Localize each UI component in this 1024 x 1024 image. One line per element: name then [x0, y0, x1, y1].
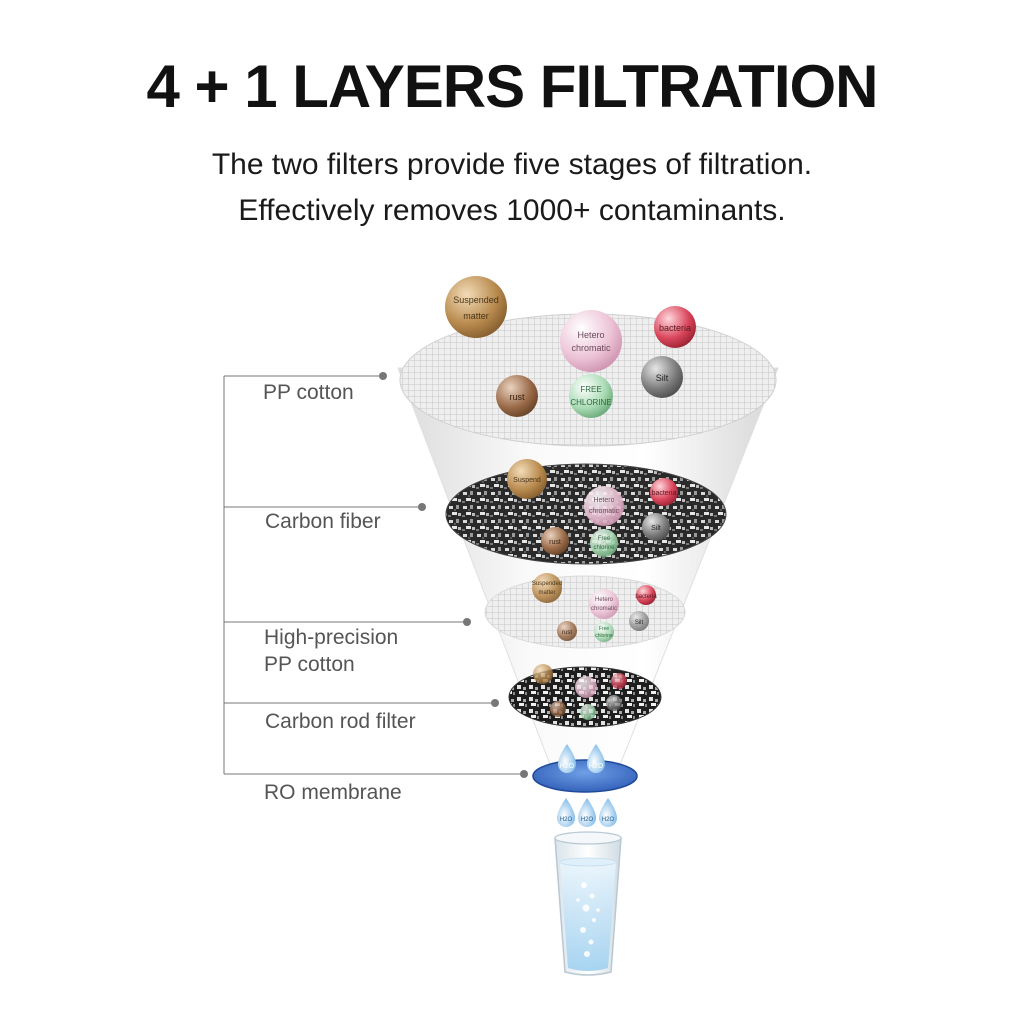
leader-dot [520, 770, 528, 778]
ball-label: CHLORINE [570, 398, 611, 407]
contaminant-free-chlorine: FREE CHLORINE [569, 374, 613, 418]
drop-label: H2O [560, 817, 573, 823]
contaminant-rust: rust [496, 375, 538, 417]
ball-label: chlorine [593, 545, 615, 551]
page-title: 4 + 1 LAYERS FILTRATION [146, 53, 878, 120]
subtitle-line-1: The two filters provide five stages of f… [211, 148, 813, 181]
drop-label: H2O [560, 763, 575, 770]
contaminant-bacteria: bacteria [650, 478, 678, 506]
contaminant-bacteria: bacteria [654, 306, 696, 348]
contaminant-free-chlorine [580, 704, 596, 720]
ball-label: Free [599, 626, 610, 632]
layer-labels: PP cotton Carbon fiber High-precision PP… [263, 381, 416, 804]
ball-label: chromatic [571, 343, 611, 353]
water-drop: H2O [599, 798, 617, 827]
leader-dot [491, 699, 499, 707]
label-carbon-rod: Carbon rod filter [265, 710, 416, 733]
ball-label: Silt [651, 525, 661, 532]
water-drop: H2O [587, 744, 605, 773]
water-drop: H2O [558, 744, 576, 773]
contaminant-rust: rust [541, 527, 569, 555]
contaminant-silt [606, 695, 622, 711]
ball-label: bacteria [652, 490, 677, 497]
ball-label: chromatic [589, 508, 620, 515]
drop-label: H2O [581, 817, 594, 823]
subtitle-line-2: Effectively removes 1000+ contaminants. [238, 194, 786, 227]
leader-dot [463, 618, 471, 626]
water-drop: H2O [578, 798, 596, 827]
ball-label: FREE [580, 385, 601, 394]
contaminant-hetero-chromatic: Hetero chromatic [584, 486, 624, 526]
label-high-precision-line-2: PP cotton [264, 653, 355, 676]
contaminant-bacteria: bacteria [635, 585, 657, 605]
contaminant-rust [550, 701, 566, 717]
ball-label: Suspend [513, 477, 541, 484]
leader-dots [379, 372, 528, 778]
leader-dot [379, 372, 387, 380]
leader-lines [223, 375, 524, 775]
contaminants-layer-2: Suspend Hetero chromatic bacteria Silt r… [507, 459, 678, 557]
high-precision-pp-cotton-disc [484, 575, 686, 649]
contaminant-hetero-chromatic [575, 676, 597, 698]
contaminant-silt: Silt [641, 356, 683, 398]
drop-label: H2O [589, 763, 604, 770]
ball-label: matter [538, 590, 555, 596]
label-high-precision-line-1: High-precision [264, 626, 398, 649]
drop-label: H2O [602, 817, 615, 823]
label-ro-membrane: RO membrane [264, 781, 402, 804]
contaminant-silt: Silt [629, 611, 649, 631]
ball-label: bacteria [635, 594, 657, 600]
contaminant-suspended-matter: Suspend [507, 459, 547, 499]
ball-label: Hetero [595, 597, 614, 603]
ball-label: Hetero [577, 330, 604, 340]
ball-label: rust [562, 630, 572, 636]
ball-label: Free [598, 536, 611, 542]
ball-label: bacteria [659, 323, 691, 333]
ball-label: Silt [656, 373, 669, 383]
contaminant-bacteria [611, 673, 627, 689]
water-glass [554, 831, 622, 976]
ball-label: rust [509, 392, 525, 402]
contaminant-hetero-chromatic: Hetero chromatic [589, 589, 619, 619]
contaminant-free-chlorine: Free chlorine [590, 529, 618, 557]
ball-label: chlorine [595, 633, 613, 639]
water-drops-membrane: H2O H2O [558, 744, 605, 773]
contaminant-suspended-matter: Suspended matter [445, 276, 507, 338]
contaminant-suspended-matter: Suspended matter [532, 573, 562, 603]
label-carbon-fiber: Carbon fiber [265, 510, 381, 533]
leader-dot [418, 503, 426, 511]
ball-label: rust [549, 539, 561, 546]
ball-label: Hetero [593, 497, 614, 504]
ball-label: Silt [635, 620, 644, 626]
ball-label: chromatic [591, 606, 617, 612]
water-drop: H2O [557, 798, 575, 827]
ball-label: matter [463, 311, 489, 321]
water-drops-output: H2O H2O H2O [557, 798, 617, 827]
ro-membrane-disc [532, 759, 638, 793]
ball-label: Suspended [453, 295, 499, 305]
label-pp-cotton: PP cotton [263, 381, 354, 404]
contaminant-silt: Silt [642, 513, 670, 541]
ball-label: Suspended [532, 581, 562, 587]
contaminant-hetero-chromatic: Hetero chromatic [560, 310, 622, 372]
contaminants-layer-1: Suspended matter Hetero chromatic bacter… [445, 276, 696, 418]
contaminant-suspended-matter [533, 664, 553, 684]
contaminants-layer-4 [533, 664, 627, 720]
contaminant-free-chlorine: Free chlorine [594, 622, 614, 642]
contaminant-rust: rust [557, 621, 577, 641]
contaminants-layer-3: Suspended matter Hetero chromatic bacter… [532, 573, 657, 642]
